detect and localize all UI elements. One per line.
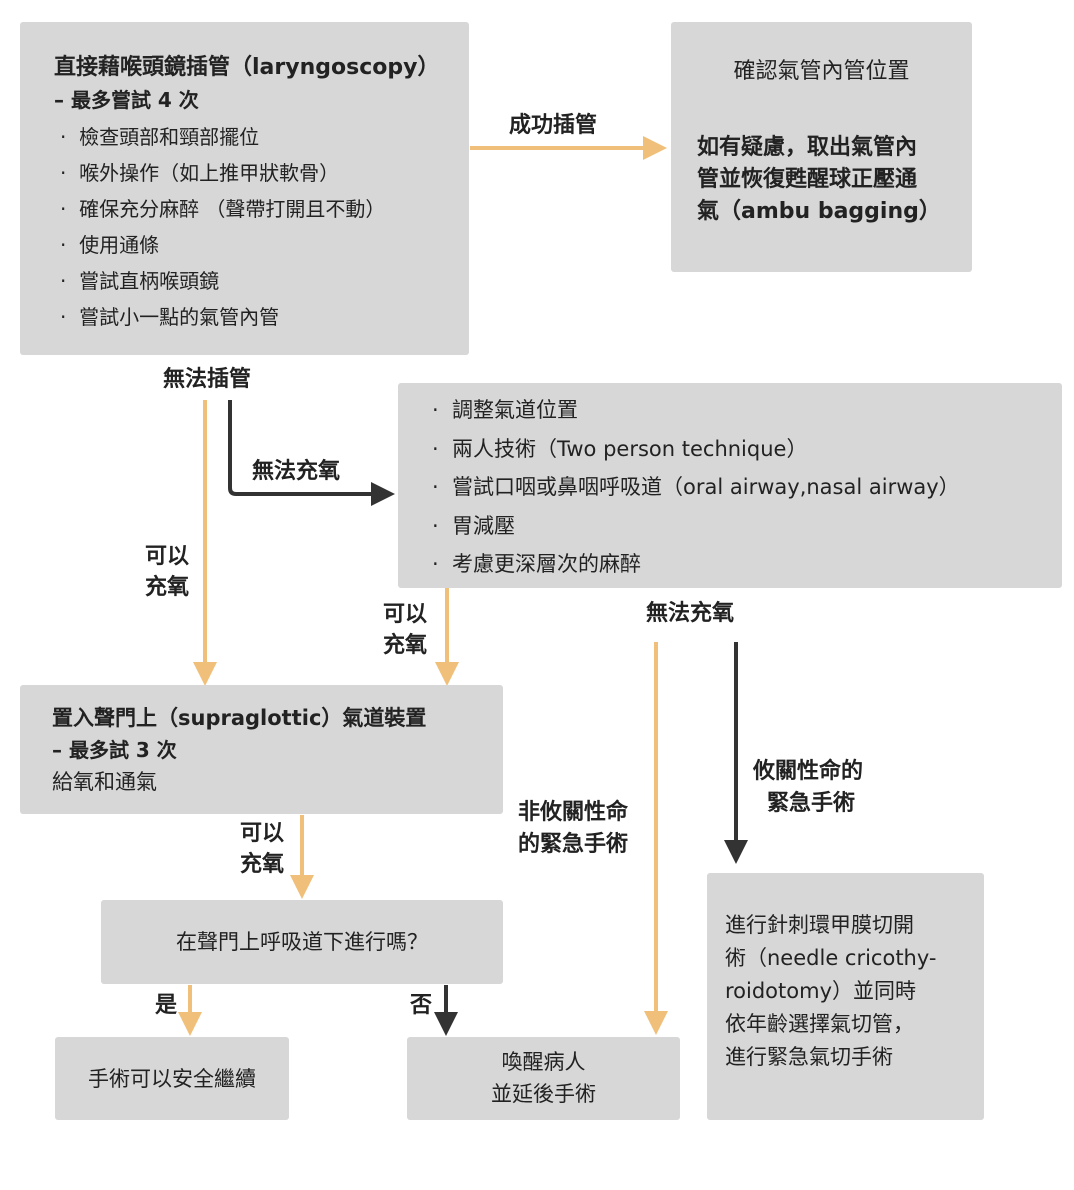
label-yes: 是	[155, 993, 178, 1018]
cricothyroidotomy-line-5: 進行緊急氣切手術	[725, 1045, 893, 1069]
cricothyroidotomy-line-2: 術（needle cricothy-	[725, 946, 937, 970]
label-success: 成功插管	[509, 113, 598, 138]
list-item: · 喉外操作（如上推甲狀軟骨）	[60, 161, 340, 185]
label-cannot-intubate: 無法插管	[163, 367, 252, 392]
confirm-tube-box: 確認氣管內管位置 如有疑慮，取出氣管內 管並恢復甦醒球正壓通 氣（ambu ba…	[671, 22, 972, 272]
supraglottic-line: 給氧和通氣	[52, 770, 157, 794]
confirm-tube-line: 確認氣管內管位置	[733, 59, 910, 84]
wake-patient-box: 喚醒病人 並延後手術	[407, 1037, 680, 1120]
continue-question-box: 在聲門上呼吸道下進行嗎？	[101, 900, 503, 984]
list-item: · 胃減壓	[432, 513, 516, 538]
label-can-oxygenate-1a: 可以	[145, 544, 190, 569]
label-can-oxygenate-3a: 可以	[240, 821, 285, 846]
label-can-oxygenate-3b: 充氧	[240, 852, 285, 877]
list-item: · 考慮更深層次的麻醉	[432, 552, 642, 576]
list-item: · 調整氣道位置	[432, 398, 579, 422]
confirm-tube-bold-3: 氣（ambu bagging）	[697, 199, 941, 224]
list-item: · 嘗試小一點的氣管內管	[60, 305, 280, 329]
cricothyroidotomy-line-4: 依年齡選擇氣切管，	[725, 1012, 914, 1036]
label-can-oxygenate-2b: 充氧	[383, 633, 428, 658]
continue-question-text: 在聲門上呼吸道下進行嗎？	[176, 930, 428, 954]
cricothyroidotomy-box: 進行針刺環甲膜切開 術（needle cricothy- roidotomy）並…	[707, 873, 984, 1120]
cricothyroidotomy-line-3: roidotomy）並同時	[725, 979, 916, 1003]
airway-adjust-list: · 調整氣道位置 · 兩人技術（Two person technique） · …	[432, 391, 960, 584]
list-item: · 檢查頭部和頸部擺位	[60, 125, 260, 149]
list-item: · 兩人技術（Two person technique）	[432, 436, 808, 461]
surgery-continue-text: 手術可以安全繼續	[88, 1067, 256, 1091]
laryngoscopy-list: · 檢查頭部和頸部擺位 · 喉外操作（如上推甲狀軟骨） · 確保充分麻醉 （聲帶…	[60, 119, 385, 335]
supraglottic-subtitle: – 最多試 3 次	[52, 738, 177, 762]
label-cannot-oxygenate-2: 無法充氧	[646, 601, 735, 626]
laryngoscopy-title: 直接藉喉頭鏡插管（laryngoscopy）	[54, 55, 440, 80]
wake-patient-line-1: 喚醒病人	[501, 1050, 586, 1074]
label-emergency-a: 攸關性命的	[753, 759, 864, 784]
list-item: · 確保充分麻醉 （聲帶打開且不動）	[60, 197, 386, 221]
wake-patient-line-2: 並延後手術	[491, 1082, 596, 1106]
list-item: · 使用通條	[60, 233, 160, 257]
airway-adjust-box: · 調整氣道位置 · 兩人技術（Two person technique） · …	[398, 383, 1062, 588]
label-emergency-b: 緊急手術	[767, 791, 856, 816]
supraglottic-box: 置入聲門上（supraglottic）氣道裝置 – 最多試 3 次 給氧和通氣	[20, 685, 503, 814]
laryngoscopy-box: 直接藉喉頭鏡插管（laryngoscopy） – 最多嘗試 4 次 · 檢查頭部…	[20, 22, 469, 355]
label-non-emergency-b: 的緊急手術	[518, 832, 629, 857]
cricothyroidotomy-line-1: 進行針刺環甲膜切開	[725, 913, 914, 937]
laryngoscopy-subtitle: – 最多嘗試 4 次	[54, 88, 199, 112]
label-can-oxygenate-1b: 充氧	[145, 575, 190, 600]
label-no: 否	[410, 993, 433, 1018]
label-cannot-oxygenate-1: 無法充氧	[252, 459, 341, 484]
list-item: · 嘗試口咽或鼻咽呼吸道（oral airway,nasal airway）	[432, 475, 960, 499]
arrow-cannot-oxygenate-1	[228, 400, 395, 506]
confirm-tube-bold-1: 如有疑慮，取出氣管內	[697, 135, 918, 160]
label-can-oxygenate-2a: 可以	[383, 602, 428, 627]
supraglottic-title: 置入聲門上（supraglottic）氣道裝置	[52, 706, 427, 730]
confirm-tube-bold-2: 管並恢復甦醒球正壓通	[697, 167, 918, 192]
list-item: · 嘗試直柄喉頭鏡	[60, 269, 220, 293]
surgery-continue-box: 手術可以安全繼續	[55, 1037, 289, 1120]
label-non-emergency-a: 非攸關性命	[518, 800, 629, 825]
